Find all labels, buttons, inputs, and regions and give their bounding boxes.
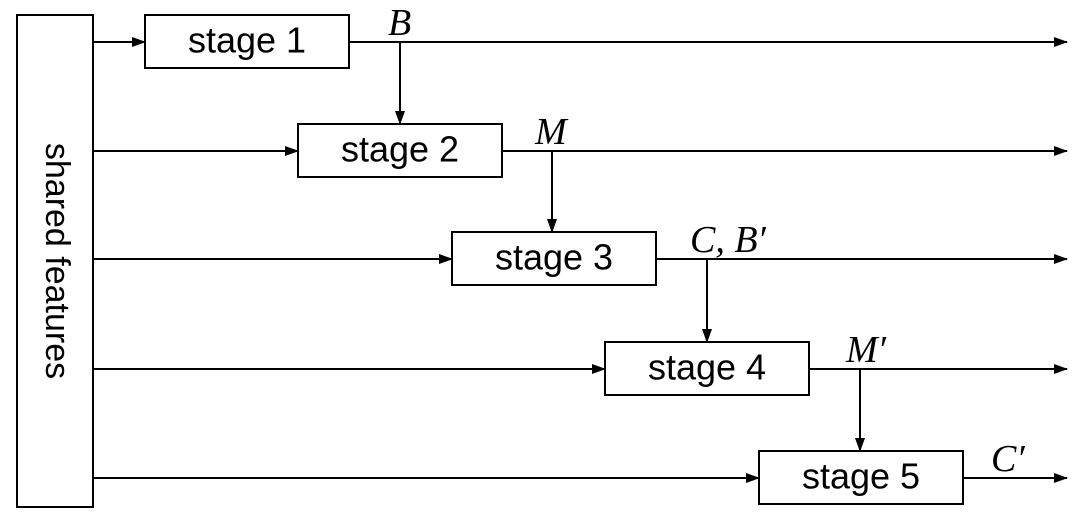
stage-1: stage 1 xyxy=(144,14,350,69)
stage-2: stage 2 xyxy=(297,123,503,178)
stage-3: stage 3 xyxy=(451,231,657,286)
stage-5-label: stage 5 xyxy=(802,456,920,497)
shared-features-label: shared features xyxy=(38,143,76,379)
stage-1-label: stage 1 xyxy=(188,20,306,61)
stage-3-label: stage 3 xyxy=(495,237,613,278)
stage-5-output-label: C′ xyxy=(991,438,1025,480)
stage-4: stage 4 xyxy=(604,341,810,396)
stage-3-output-label: C, B′ xyxy=(690,219,767,261)
stage-2-label: stage 2 xyxy=(341,129,459,170)
stage-4-output-label: M′ xyxy=(845,329,887,371)
shared-features-block: shared features xyxy=(16,14,94,508)
stage-1-box xyxy=(144,14,350,69)
stage-5: stage 5 xyxy=(758,450,964,505)
stage-2-output-label: M xyxy=(534,111,569,153)
stage-1-output-label: B xyxy=(388,2,411,44)
shared-features-box xyxy=(16,14,94,508)
stage-4-label: stage 4 xyxy=(648,347,766,388)
